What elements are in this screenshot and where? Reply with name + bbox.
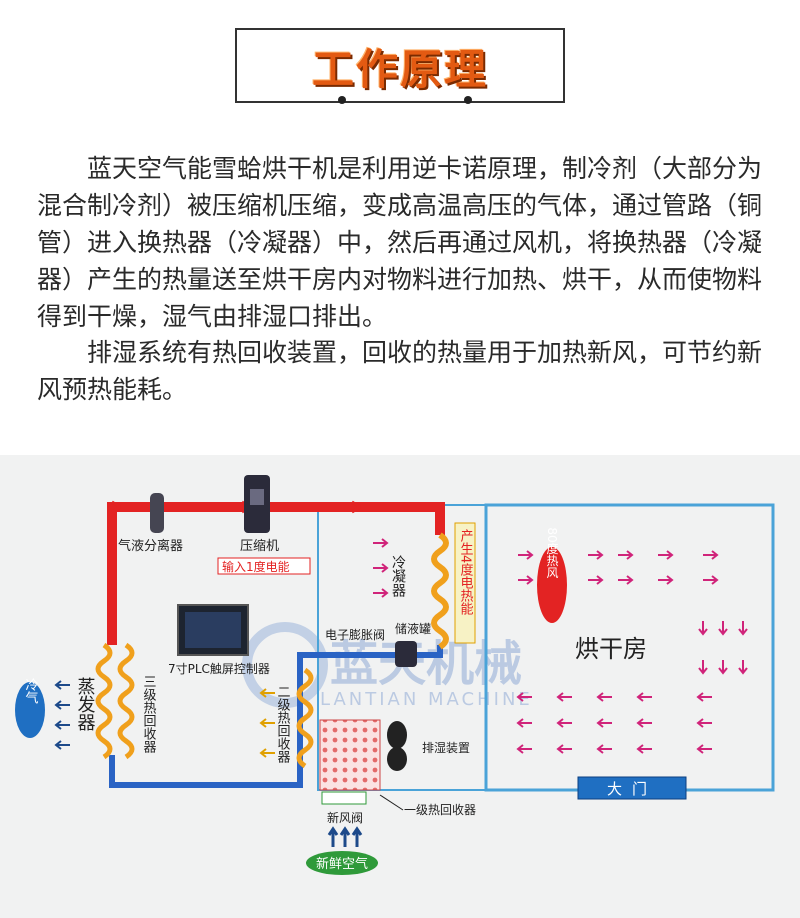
watermark-logo-icon xyxy=(242,622,328,708)
title-frame: 工作原理 xyxy=(235,28,565,103)
liquid-tank xyxy=(395,641,417,667)
recovery3-label: 三级热回收器 xyxy=(141,675,157,754)
intro-paragraph-2: 排湿系统有热回收装置，回收的热量用于加热新风，可节约新风预热能耗。 xyxy=(37,338,763,404)
watermark-brand-cn: 蓝天机械 xyxy=(330,636,522,692)
dehumidifier-fan xyxy=(387,721,407,749)
fresh-air-arrows xyxy=(327,826,363,847)
condenser-coil xyxy=(431,532,449,650)
title-decoration-dot xyxy=(464,96,472,104)
airflow-arrows-left xyxy=(516,692,712,754)
recovery2-label: 二级热回收器 xyxy=(275,685,291,764)
dehumidifier-label: 排湿装置 xyxy=(422,740,470,755)
fresh-air-badge xyxy=(306,851,378,875)
liquid-tank-label: 储液罐 xyxy=(395,621,431,636)
airflow-arrows-right xyxy=(373,538,719,598)
intro-paragraph-1: 蓝天空气能雪蛤烘干机是利用逆卡诺原理，制冷剂（大部分为混合制冷剂）被压缩机压缩，… xyxy=(37,154,763,331)
fresh-air-label: 新鲜空气 xyxy=(316,856,368,872)
recovery1-label: 一级热回收器 xyxy=(404,803,476,817)
gas-liquid-separator xyxy=(150,493,164,533)
output-heat-label: 产生4度电热能 xyxy=(458,529,474,616)
recovery3-coil xyxy=(117,642,135,760)
gas-liquid-separator-label: 气液分离器 xyxy=(118,538,183,554)
cold-air-arrows xyxy=(54,680,70,750)
title-decoration-dot xyxy=(338,96,346,104)
power-input-label: 输入1度电能 xyxy=(222,559,290,574)
recovery-arrows xyxy=(259,688,275,758)
condenser-label: 冷凝器 xyxy=(390,555,406,597)
expansion-valve-label: 电子膨胀阀 xyxy=(325,628,385,642)
gate xyxy=(577,776,687,800)
hot-pipe xyxy=(107,502,445,645)
watermark-brand-en: LANTIAN MACHINE xyxy=(320,689,533,710)
watermark: 蓝天机械 LANTIAN MACHINE xyxy=(242,622,533,710)
page-title: 工作原理 xyxy=(311,45,488,94)
power-input-box xyxy=(217,557,311,575)
hot-air-label: 80度热风 xyxy=(545,527,559,579)
working-principle-diagram: 蓝天机械 LANTIAN MACHINE 大门 烘干房 气液分离器 压缩机 输入… xyxy=(0,455,800,918)
output-heat-box xyxy=(454,522,476,644)
airflow-arrows-down xyxy=(698,621,748,675)
fresh-air-valve xyxy=(321,791,367,805)
gate-label: 大门 xyxy=(607,780,657,798)
evaporator-coil xyxy=(95,642,113,760)
drying-room-label: 烘干房 xyxy=(575,635,647,663)
compressor-label: 压缩机 xyxy=(240,538,279,554)
recovery1-exchanger xyxy=(319,719,381,791)
recovery2-coil xyxy=(296,667,314,769)
fresh-air-valve-label: 新风阀 xyxy=(327,810,363,825)
cold-air-label: 冷气 xyxy=(23,678,39,704)
hot-air-badge xyxy=(537,547,567,623)
cold-air-badge xyxy=(15,682,45,738)
plc-label: 7寸PLC触屏控制器 xyxy=(168,662,270,676)
evaporator-label: 蒸发器 xyxy=(75,677,96,731)
